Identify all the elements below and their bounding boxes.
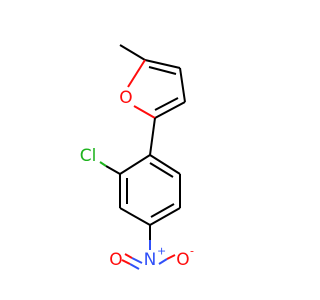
benzene-bond-c3-c4 (119, 207, 151, 226)
oxygen-charge-label: - (190, 245, 194, 258)
nitrogen-charge-label: + (157, 245, 166, 258)
structure-diagram: Cl O N + O O - (80, 44, 194, 270)
n-o-right-bond-a (158, 258, 168, 265)
cl-bond-colored (99, 161, 107, 167)
furan-oxygen-label: O (119, 88, 132, 108)
furan-bond-c4-c3 (179, 67, 186, 103)
furan-bond-c2-o (133, 105, 156, 119)
furan-bond-c3-c2 (154, 101, 186, 119)
n-o-right-bond-b (166, 254, 176, 260)
benzene-bond-c1-c2 (119, 154, 151, 175)
nitro-oxygen-right-label: O (176, 250, 189, 270)
n-o-left-bond-a (131, 257, 143, 264)
furan-bond-c5-c4-inner (148, 66, 177, 75)
n-o-left-bond-b (124, 253, 133, 259)
n-o-left-double-b (121, 259, 131, 265)
benzene-bond-c6-c1-inner (149, 162, 174, 178)
furan-bond-c5-c4 (144, 59, 181, 69)
benzene-bond-c6-c1 (149, 154, 181, 175)
chlorine-label: Cl (80, 146, 97, 166)
aryl-link-bond (149, 117, 156, 156)
nitro-nitrogen-label: N (144, 250, 157, 270)
benzene-bond-c4-c5 (149, 207, 181, 226)
furan-bond-c3-c2-inner (154, 97, 179, 111)
furan-bond-o-c5 (127, 59, 146, 88)
n-o-left-double-a (129, 263, 140, 270)
cl-bond (105, 165, 121, 175)
methyl-bond (119, 44, 146, 61)
nitro-oxygen-left-label: O (109, 250, 122, 270)
benzene-bond-c4-c5-inner (150, 203, 175, 218)
